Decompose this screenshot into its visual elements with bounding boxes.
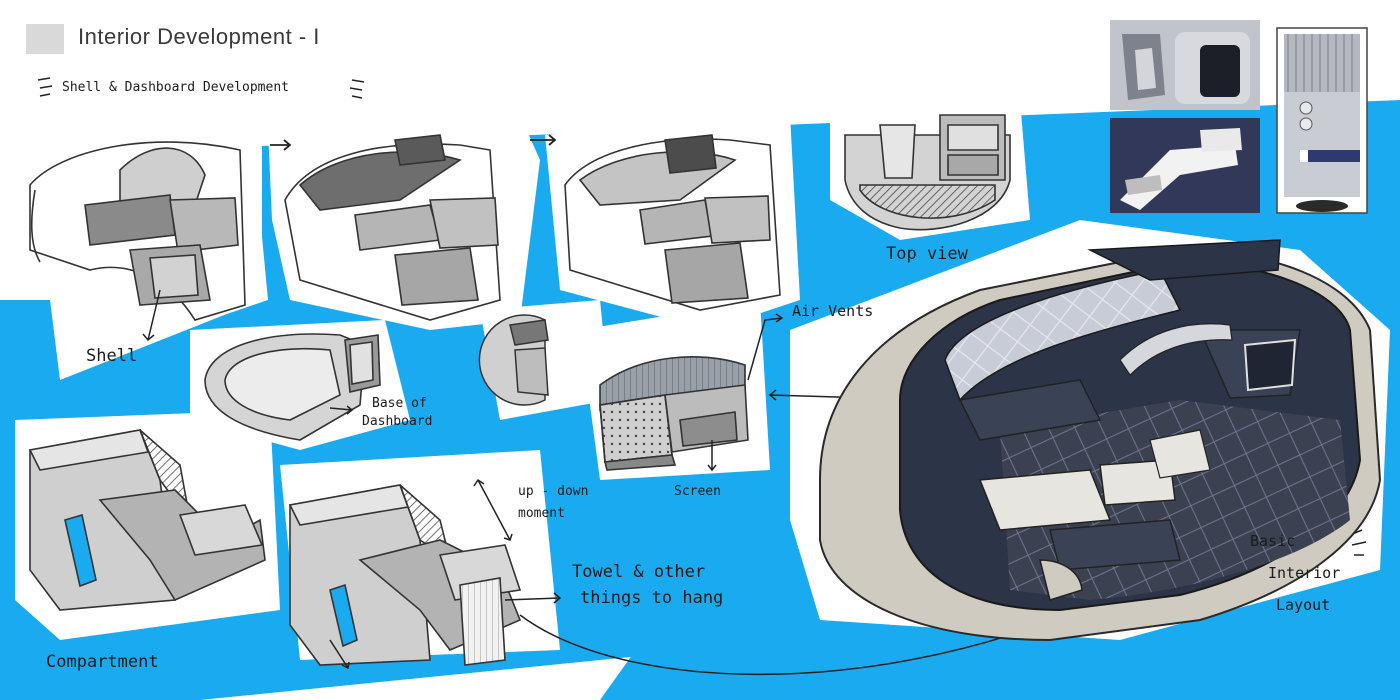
render-thumbnails bbox=[1110, 20, 1368, 214]
compartment-sketch-1 bbox=[28, 429, 266, 611]
label-towel: Towel & other bbox=[572, 562, 706, 582]
circle-sketch bbox=[478, 314, 549, 406]
label-up-down: up - down bbox=[518, 484, 589, 499]
label-shell: Shell bbox=[86, 346, 138, 366]
section-title: Shell & Dashboard Development bbox=[62, 80, 289, 95]
page-title: Interior Development - I bbox=[78, 24, 320, 49]
label-things-to-hang: things to hang bbox=[580, 588, 724, 608]
airvent-screen-sketch bbox=[599, 356, 749, 471]
interior-render bbox=[819, 239, 1382, 642]
annotation-arrows bbox=[142, 289, 1082, 676]
label-air-vents: Air Vents bbox=[792, 302, 874, 320]
label-base-of: Base of bbox=[372, 396, 427, 411]
shell-sketch-1 bbox=[29, 141, 246, 321]
shell-sketch-3 bbox=[564, 134, 781, 311]
shell-sketch-2 bbox=[284, 134, 501, 321]
label-screen: Screen bbox=[674, 484, 721, 499]
progress-arrows bbox=[270, 134, 557, 151]
label-top-view: Top view bbox=[886, 244, 968, 264]
label-basic: Basic bbox=[1250, 532, 1296, 550]
label-layout: Layout bbox=[1276, 596, 1331, 614]
label-moment: moment bbox=[518, 506, 565, 521]
label-dashboard: Dashboard bbox=[362, 414, 433, 429]
dashboard-base-sketch bbox=[204, 333, 381, 441]
header-swatch bbox=[26, 24, 64, 54]
section-squiggles bbox=[37, 77, 365, 99]
label-compartment: Compartment bbox=[46, 652, 159, 672]
label-interior: Interior bbox=[1268, 564, 1341, 582]
top-view-sketch bbox=[844, 114, 1011, 231]
compartment-sketch-2 bbox=[288, 484, 522, 666]
